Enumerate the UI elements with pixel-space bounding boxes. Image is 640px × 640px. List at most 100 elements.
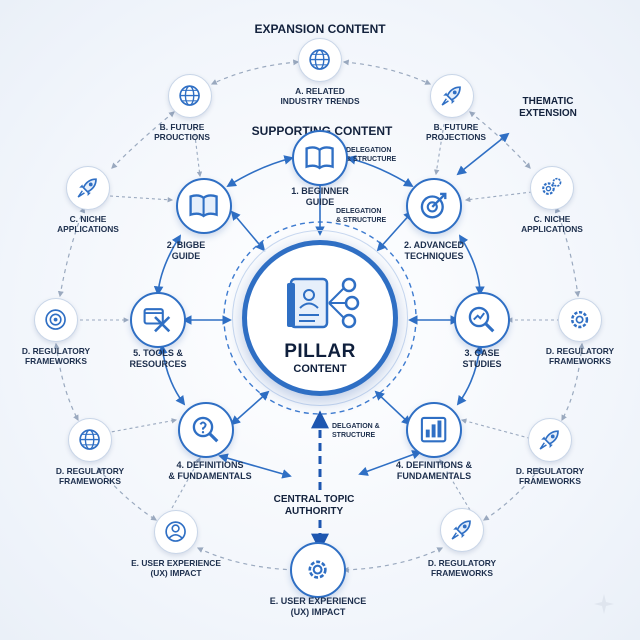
pillar-content-node[interactable]: PILLAR CONTENT [242, 240, 398, 396]
delegation-mid-line-1: DELEGATION [336, 208, 382, 215]
delegation-bottom-line-1: DELGATION & [332, 423, 380, 430]
gear-magnifier-icon [308, 560, 328, 580]
outer-node-10[interactable] [154, 510, 198, 554]
inner-node-5[interactable] [454, 292, 510, 348]
user-icon [165, 521, 187, 543]
target-icon [45, 309, 67, 331]
inner-node-8[interactable] [290, 542, 346, 598]
outer-node-label-line: C. NICHE [69, 214, 107, 224]
outer-node-9[interactable] [528, 418, 572, 462]
bar-chart-icon [421, 417, 447, 443]
inner-node-7[interactable] [406, 402, 462, 458]
inner-node-label-8: E. USER EXPERIENCE(UX) IMPACT [270, 596, 367, 617]
outer-node-6[interactable] [34, 298, 78, 342]
inner-ring-arrows [153, 132, 510, 479]
outer-node-label-line: B. FUTURE [433, 122, 479, 132]
inner-node-label-line: (UX) IMPACT [290, 606, 346, 617]
outer-node-label-line: A. RELATED [295, 86, 345, 96]
inner-node-label-line: 4. DEFINITIONS & [395, 460, 473, 470]
thematic-extension-header: THEMATIC EXTENSION [519, 96, 577, 120]
tools-icon [143, 308, 171, 333]
outer-node-label-line: PROUCTIONS [154, 132, 210, 142]
inner-node-label-line: 1. BEGINNER [291, 186, 349, 196]
outer-node-label-line: D. REGULATORY [545, 346, 615, 356]
delegation-label-top: DELEGATION & STRUCTURE [346, 147, 396, 164]
book-icon [189, 194, 219, 218]
inner-node-label-line: TECHNIQUES [404, 250, 464, 261]
inner-node-label-6: 4. DEFINITIONS& FUNDAMENTALS [168, 460, 251, 481]
inner-node-3[interactable] [406, 178, 462, 234]
rocket-icon [77, 178, 98, 199]
expansion-content-header: EXPANSION CONTENT [254, 22, 386, 36]
outer-node-label-line: (UX) IMPACT [150, 568, 202, 578]
outer-node-label-line: E. USER EXPERIENCE [131, 558, 221, 568]
rocket-icon [539, 430, 560, 451]
outer-node-label-10: E. USER EXPERIENCE(UX) IMPACT [131, 558, 221, 578]
central-line-1: CENTRAL TOPIC [273, 494, 355, 505]
open-book-icon [305, 146, 335, 170]
globe-icon [179, 85, 201, 107]
outer-node-label-line: FRAMEWORKS [25, 356, 87, 366]
gear-icon [571, 311, 589, 329]
inner-node-6[interactable] [178, 402, 234, 458]
inner-node-label-line: STUDIES [462, 358, 502, 369]
inner-node-2[interactable] [176, 178, 232, 234]
delegation-bottom-line-2: STRUCTURE [332, 431, 376, 439]
inner-node-label-line: 4. DEFINITIONS [176, 460, 244, 470]
inner-node-label-line: 2. BIGBE [166, 240, 206, 250]
pillar-outer-ring [232, 230, 408, 406]
outer-node-1[interactable] [298, 38, 342, 82]
thematic-line-1: THEMATIC [522, 96, 574, 107]
outer-node-label-line: D. REGULATORY [427, 558, 497, 568]
inner-node-4[interactable] [130, 292, 186, 348]
outer-node-3[interactable] [430, 74, 474, 118]
delegation-mid-line-2: & STRUCTURE [336, 216, 387, 224]
outer-node-5[interactable] [530, 166, 574, 210]
gears-icon [542, 178, 562, 196]
pillar-title: PILLAR [284, 341, 356, 362]
inner-node-label-line: 3. CASE [464, 348, 500, 358]
inner-node-label-line: E. USER EXPERIENCE [269, 596, 367, 606]
inner-node-1[interactable] [292, 130, 348, 186]
inner-node-label-line: RESOURCES [129, 358, 187, 369]
outer-node-2[interactable] [168, 74, 212, 118]
outer-node-label-line: APPLICATIONS [521, 224, 583, 234]
outer-node-label-line: D. REGULATORY [515, 466, 585, 476]
outer-node-8[interactable] [68, 418, 112, 462]
inner-node-label-7: 4. DEFINITIONS &FUNDAMENTALS [396, 460, 472, 481]
rocket-icon [451, 520, 472, 541]
outer-node-11[interactable] [440, 508, 484, 552]
target-arrow-icon [421, 193, 447, 219]
outer-node-label-line: FRAMEWORKS [59, 476, 121, 486]
outer-node-label-line: FRAMEWORKS [549, 356, 611, 366]
outer-node-label-line: INDUSTRY TRENDS [280, 96, 360, 106]
outer-dashed-ring [53, 59, 585, 573]
rocket-icon [441, 86, 462, 107]
outer-node-4[interactable] [66, 166, 110, 210]
inner-node-label-line: 5. TOOLS & [133, 348, 183, 358]
outer-node-label-line: B. FUTURE [159, 122, 205, 132]
outer-node-7[interactable] [558, 298, 602, 342]
outer-node-label-line: FRAMEWORKS [431, 568, 493, 578]
delegation-label-mid: DELEGATION & STRUCTURE [336, 208, 386, 225]
central-line-2: AUTHORITY [284, 506, 344, 517]
outer-node-label-line: D. REGULATORY [55, 466, 125, 476]
inner-node-label-line: 2. ADVANCED [403, 240, 465, 250]
outer-inner-connectors [80, 123, 560, 511]
globe-icon [79, 429, 101, 451]
inner-node-label-line: GUIDE [171, 250, 201, 261]
thematic-line-2: EXTENSION [519, 108, 577, 119]
magnifier-question-icon [193, 417, 219, 443]
sparkle-icon [594, 594, 614, 614]
delegation-label-bottom: DELGATION & STRUCTURE [332, 423, 380, 440]
